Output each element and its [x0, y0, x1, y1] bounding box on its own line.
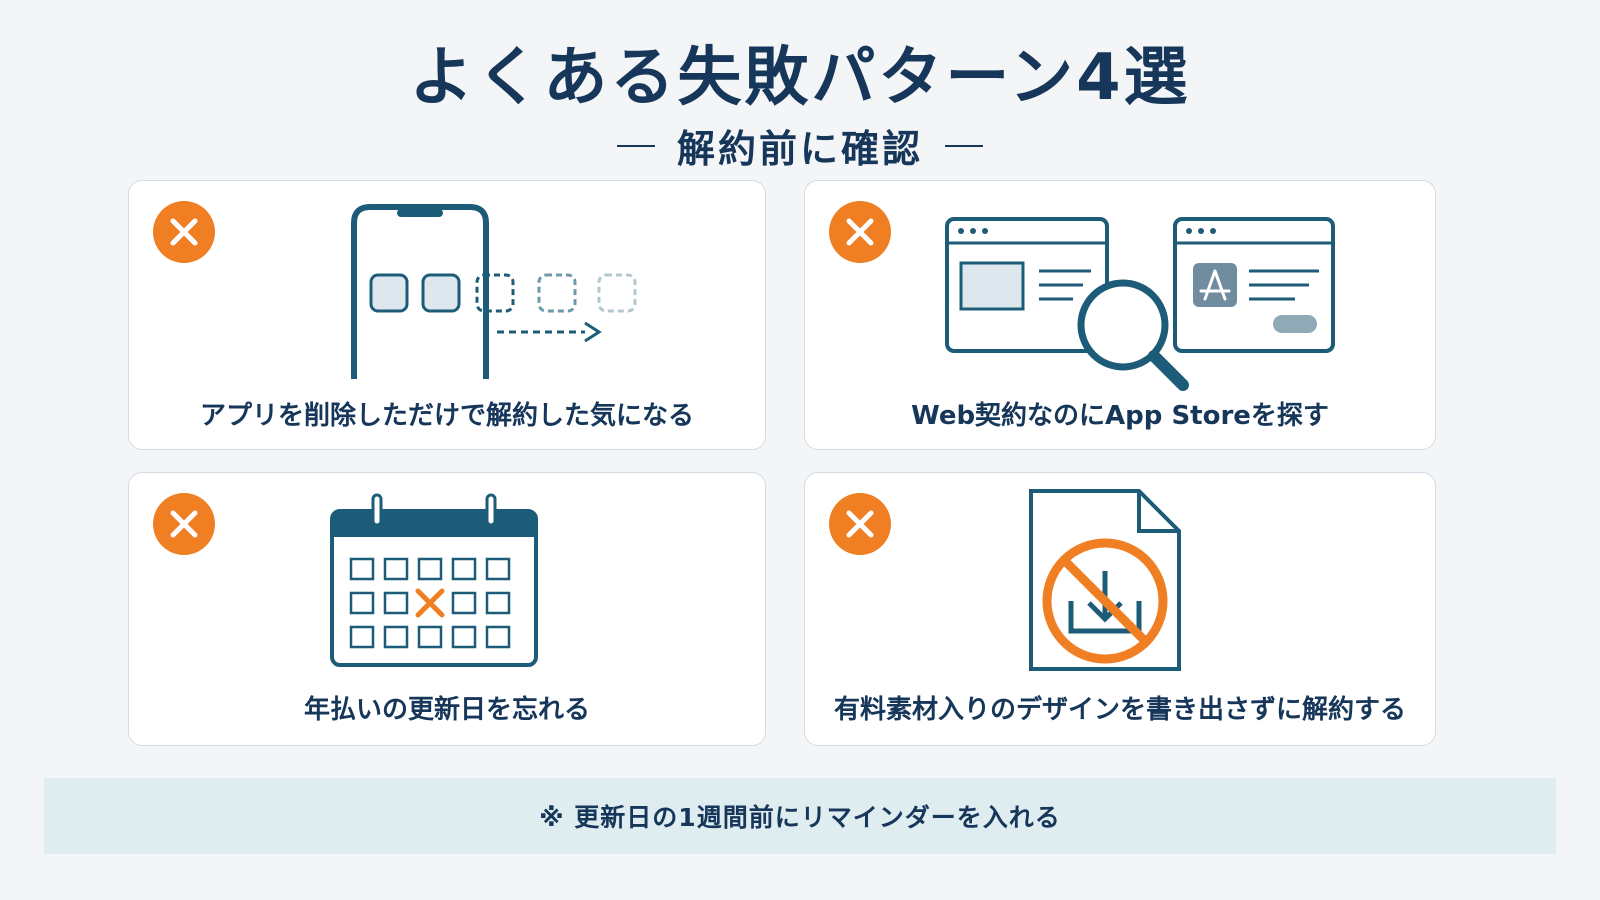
card-label: 年払いの更新日を忘れる — [303, 695, 590, 725]
reminder-note: ※ 更新日の1週間前にリマインダーを入れる — [539, 803, 1061, 832]
subtitle-dash-left — [616, 144, 655, 147]
card-export-before-cancel: 有料素材入りのデザインを書き出さずに解約する — [804, 472, 1436, 746]
subtitle-row: 解約前に確認 — [0, 118, 1600, 173]
card-label: Web契約なのにApp Storeを探す — [911, 401, 1329, 431]
error-x-icon — [153, 201, 215, 263]
card-annual-renewal: 年払いの更新日を忘れる — [128, 472, 766, 746]
calendar-missed-date-icon — [330, 493, 538, 667]
card-web-contract: Web契約なのにApp Storeを探す — [804, 180, 1436, 450]
subtitle-dash-right — [945, 144, 983, 147]
browser-appstore-search-icon — [945, 217, 1335, 391]
card-app-deletion: アプリを削除しただけで解約した気になる — [128, 180, 766, 450]
error-x-icon — [829, 493, 891, 555]
reminder-note-bar: ※ 更新日の1週間前にリマインダーを入れる — [44, 778, 1556, 854]
phone-delete-app-icon — [351, 204, 637, 379]
subtitle: 解約前に確認 — [676, 127, 923, 171]
error-x-icon — [829, 201, 891, 263]
card-label: 有料素材入りのデザインを書き出さずに解約する — [833, 695, 1406, 725]
no-download-document-icon — [1029, 489, 1181, 671]
page-title: よくある失敗パターン4選 — [409, 41, 1191, 115]
error-x-icon — [153, 493, 215, 555]
card-label: アプリを削除しただけで解約した気になる — [199, 401, 694, 431]
